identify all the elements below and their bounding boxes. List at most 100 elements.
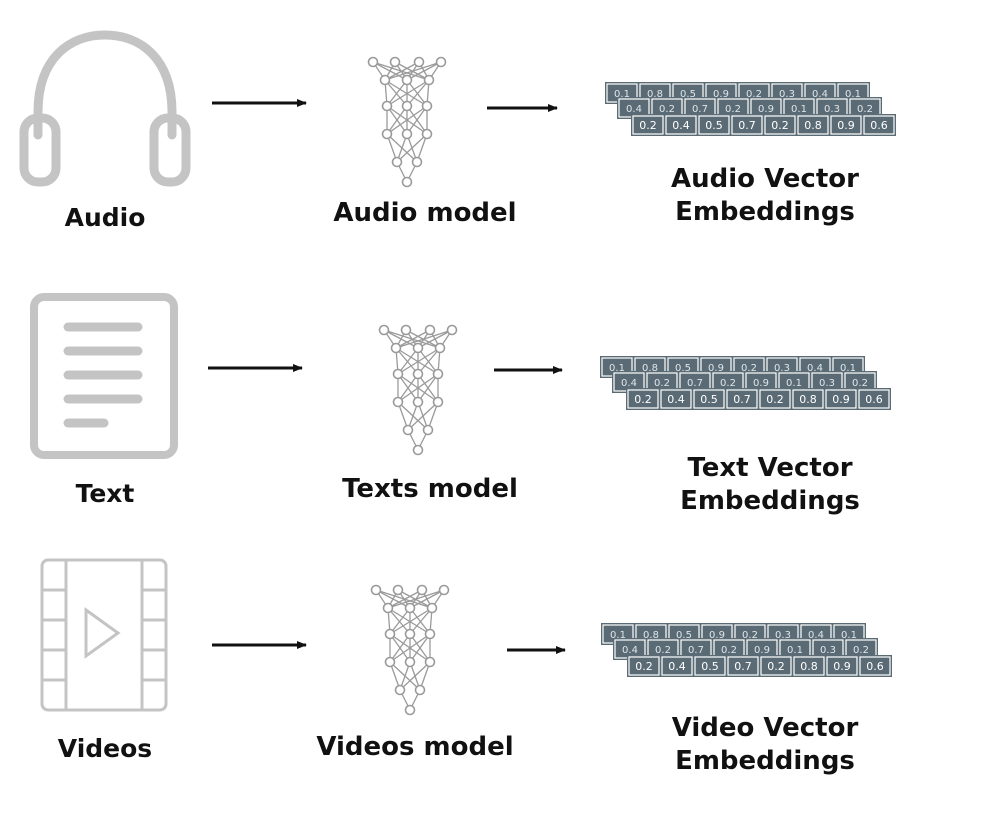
network-edge [384, 61, 420, 81]
vector-value: 0.8 [799, 393, 817, 406]
vector-value: 0.5 [701, 660, 719, 673]
network-node [423, 74, 435, 86]
network-edge [417, 347, 441, 375]
text-embedding-label-line1: Text Vector [687, 453, 853, 483]
vector-value: 0.7 [734, 660, 752, 673]
audio-model-label: Audio model [333, 198, 517, 228]
vector-value: 0.5 [705, 119, 723, 132]
vector-value: 0.1 [610, 630, 626, 641]
network-node [391, 156, 403, 168]
videos-model-label: Videos model [316, 732, 514, 762]
network-node [412, 396, 424, 408]
network-node [384, 656, 396, 668]
vector-value: 0.2 [766, 393, 784, 406]
network-node [411, 156, 423, 168]
text-source-label: Text [75, 479, 135, 508]
vector-cell [661, 656, 693, 676]
vector-value: 0.2 [655, 645, 671, 656]
network-node [381, 128, 393, 140]
vector-value: 0.6 [866, 660, 884, 673]
network-edge [386, 79, 430, 107]
vector-value: 0.2 [767, 660, 785, 673]
text-embedding-label-line2: Embeddings [680, 485, 860, 516]
vector-value: 0.3 [819, 378, 835, 389]
vector-value: 0.7 [692, 104, 708, 115]
vector-value: 0.5 [676, 630, 692, 641]
network-edge [389, 607, 411, 635]
vector-value: 0.5 [675, 363, 691, 374]
vector-value: 0.9 [708, 363, 724, 374]
network-node [412, 444, 424, 456]
network-edge [406, 105, 428, 135]
network-node [424, 656, 436, 668]
vector-value: 0.8 [804, 119, 822, 132]
vector-row-bg [627, 655, 892, 677]
network-node [392, 368, 404, 380]
network-edge [397, 373, 439, 403]
network-edge [399, 661, 431, 691]
network-node [378, 324, 390, 336]
vector-row-bg [631, 114, 896, 136]
video-icon [40, 558, 168, 712]
network-node [404, 656, 416, 668]
network-edge [395, 347, 419, 375]
vector-value: 0.2 [746, 89, 762, 100]
network-node [401, 74, 413, 86]
network-node [401, 100, 413, 112]
network-node [412, 342, 424, 354]
vector-cell [694, 656, 726, 676]
network-edge [387, 607, 411, 635]
network-edge [384, 79, 428, 107]
network-node [392, 396, 404, 408]
vector-value: 0.4 [626, 104, 642, 115]
network-edge [386, 105, 428, 135]
vector-value: 0.2 [725, 104, 741, 115]
vector-value: 0.2 [857, 104, 873, 115]
network-node [438, 584, 450, 596]
network-node [432, 396, 444, 408]
network-node [432, 368, 444, 380]
vector-value: 0.7 [733, 393, 751, 406]
vector-value: 0.2 [634, 393, 652, 406]
network-edge [396, 133, 428, 163]
network-edge [386, 79, 408, 107]
vector-value: 0.8 [647, 89, 663, 100]
network-edge [409, 633, 431, 663]
network-edge [406, 79, 428, 107]
vector-cell [792, 389, 824, 409]
vector-value: 0.6 [865, 393, 883, 406]
vector-value: 0.1 [841, 630, 857, 641]
network-edge [386, 105, 408, 135]
vector-cell [759, 389, 791, 409]
network-edge [395, 329, 453, 349]
videos-model-network-icon [370, 584, 450, 716]
audio-source-label: Audio [64, 203, 146, 232]
vector-cell [764, 115, 796, 135]
network-node [446, 324, 458, 336]
vector-value: 0.9 [837, 119, 855, 132]
network-edge [409, 607, 433, 635]
vector-value: 0.8 [642, 363, 658, 374]
vector-cell [665, 115, 697, 135]
vector-row-bg [626, 388, 891, 410]
network-edge [397, 347, 419, 375]
vector-cell [727, 656, 759, 676]
network-node [367, 56, 379, 68]
vector-cell [632, 115, 664, 135]
arrows [208, 99, 566, 654]
videos-source-label: Videos [57, 734, 153, 763]
network-node [401, 176, 413, 188]
network-node [384, 628, 396, 640]
vector-cell [825, 389, 857, 409]
network-edge [387, 589, 445, 609]
network-node [382, 602, 394, 614]
network-edge [389, 633, 411, 663]
network-node [426, 602, 438, 614]
vector-value: 0.7 [687, 378, 703, 389]
network-edge [417, 347, 439, 375]
network-node [424, 324, 436, 336]
network-edge [384, 61, 442, 81]
vector-cell [793, 656, 825, 676]
vector-cell [660, 389, 692, 409]
network-node [400, 324, 412, 336]
